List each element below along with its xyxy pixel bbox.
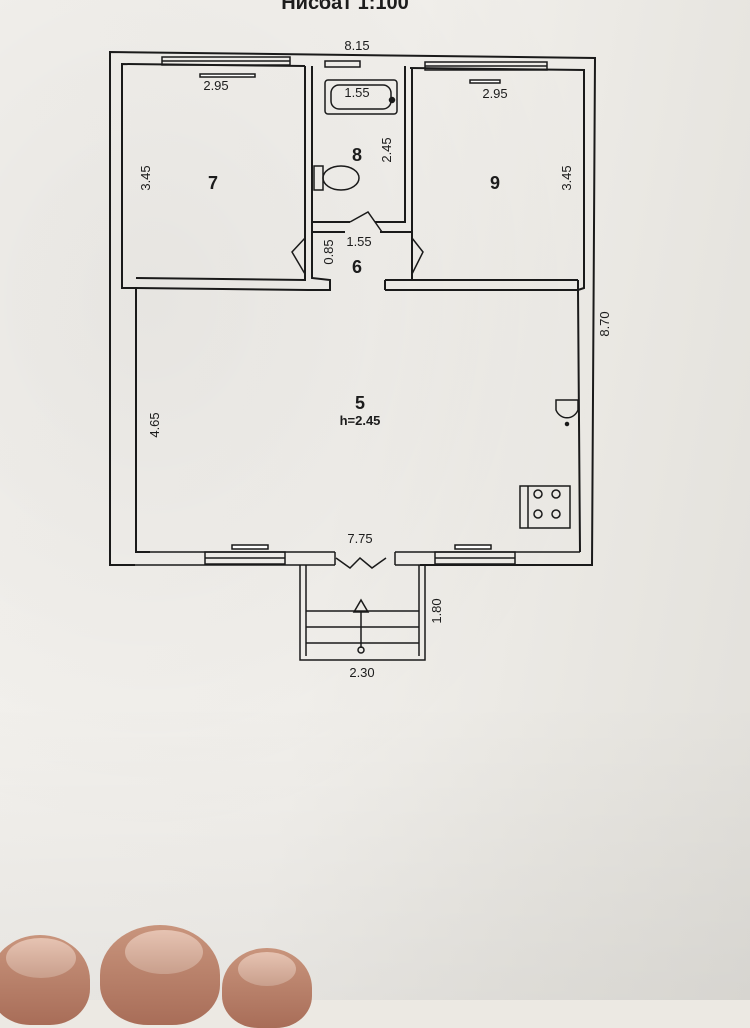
- dim-room9-width: 2.95: [482, 86, 507, 101]
- room-9-label: 9: [490, 173, 500, 193]
- dim-room5-depth: 4.65: [147, 412, 162, 437]
- room-6-label: 6: [352, 257, 362, 277]
- room-5-label: 5: [355, 393, 365, 413]
- paper-shadow: [0, 0, 750, 1000]
- doors: [291, 211, 424, 569]
- dim-porch-depth: 1.80: [429, 598, 444, 623]
- dim-front-wall: 7.75: [347, 531, 372, 546]
- sink-icon: [555, 399, 579, 419]
- fingernail-right: [238, 952, 296, 986]
- windows: [135, 56, 592, 566]
- dim-porch-width: 2.30: [349, 665, 374, 680]
- dim-room7-width: 2.95: [203, 78, 228, 93]
- dim-room6-width: 1.55: [346, 234, 371, 249]
- dim-room9-depth: 3.45: [559, 165, 574, 190]
- interior-walls: [135, 66, 579, 291]
- dim-overall-depth: 8.70: [597, 311, 612, 336]
- toilet-tank-icon: [313, 165, 324, 191]
- plan-title: Нисбат 1:100: [281, 0, 409, 14]
- dim-room6-depth: 0.85: [321, 239, 336, 264]
- exterior-walls: [109, 50, 597, 566]
- floor-plan: Нисбат 1:100: [109, 0, 612, 680]
- fingernail-middle: [125, 930, 203, 974]
- dim-room8-depth: 2.45: [379, 137, 394, 162]
- dim-bath-length: 1.55: [344, 85, 369, 100]
- room-7-label: 7: [208, 173, 218, 193]
- room-8-label: 8: [352, 145, 362, 165]
- toilet-bowl-icon: [322, 165, 360, 191]
- paper-sheet: [0, 0, 750, 1000]
- room-5-height: h=2.45: [340, 413, 381, 428]
- porch-stairs: [299, 565, 426, 661]
- fingernail-left: [6, 938, 76, 978]
- stove-icon: [519, 485, 571, 529]
- dim-room7-depth: 3.45: [138, 165, 153, 190]
- fixtures: [313, 79, 579, 529]
- bathtub-icon: [324, 79, 398, 115]
- dim-overall-width: 8.15: [344, 38, 369, 53]
